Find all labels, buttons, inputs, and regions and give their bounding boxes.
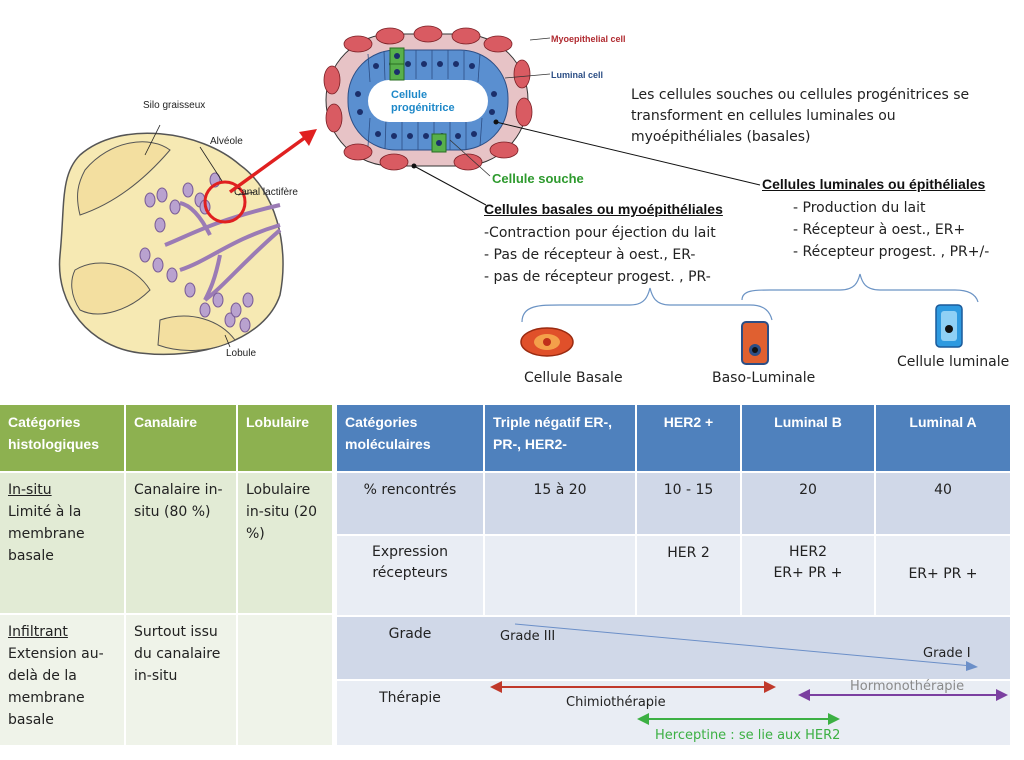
mol-therapie-chimio: Chimiothérapie (566, 695, 666, 710)
intro-line-3: myoépithéliales (basales) (631, 129, 811, 145)
mol-pct-luminal-a: 40 (876, 473, 1010, 534)
mol-header-triple-negatif: Triple négatif ER-, PR-, HER2- (485, 405, 635, 471)
histo-infiltrant-cell: Infiltrant Extension au-delà de la membr… (0, 615, 124, 745)
basal-item-3: - pas de récepteur progest. , PR- (484, 269, 711, 285)
mol-grade-label: Grade (388, 626, 432, 642)
label-cellule-luminale: Cellule luminale (897, 354, 1010, 370)
mol-grade-start: Grade III (500, 629, 556, 644)
mol-expression-luminal-b-er-pr: ER+ PR + (773, 565, 843, 581)
histo-infiltrant-lobulaire (238, 615, 332, 745)
intro-line-1: Les cellules souches ou cellules progéni… (631, 87, 970, 103)
mol-grade-row (337, 617, 1010, 679)
label-silo-graisseux: Silo graisseux (143, 100, 206, 111)
histo-header-lobulaire: Lobulaire (238, 405, 332, 471)
mol-pct-triple: 15 à 20 (485, 473, 635, 534)
mol-header-luminal-b: Luminal B (742, 405, 874, 471)
mol-expression-luminal-b: HER2 ER+ PR + (742, 536, 874, 615)
mol-expression-luminal-b-her2: HER2 (788, 544, 827, 560)
mol-pct-label: % rencontrés (337, 473, 483, 534)
label-stem-cell: Cellule souche (492, 171, 584, 186)
cell-type-braces (521, 273, 979, 323)
alveolus-leader-lines (413, 37, 761, 206)
histo-header-categories: Catégories histologiques (0, 405, 124, 471)
histo-insitu-cell: In-situ Limité à la membrane basale (0, 473, 124, 613)
mol-header-her2: HER2 + (637, 405, 740, 471)
label-luminal-cell: Luminal cell (551, 70, 604, 80)
baso-luminal-cell-icon (741, 321, 769, 365)
herceptine-arrow (637, 713, 840, 725)
label-baso-luminale: Baso-Luminale (712, 370, 816, 386)
histo-infiltrant-title: Infiltrant (8, 624, 68, 640)
mol-expression-label: Expression récepteurs (337, 536, 483, 615)
mol-therapie-herceptine: Herceptine : se lie aux HER2 (655, 728, 841, 743)
label-myoepithelial-cell: Myoepithelial cell (551, 34, 626, 44)
luminal-item-3: - Récepteur progest. , PR+/- (793, 244, 990, 260)
histo-infiltrant-desc: Extension au-delà de la membrane basale (8, 646, 104, 728)
label-alveole: Alvéole (210, 136, 243, 147)
label-progenitor-2: progénitrice (391, 102, 455, 114)
basal-item-1: -Contraction pour éjection du lait (484, 225, 716, 241)
histo-infiltrant-canalaire: Surtout issu du canalaire in-situ (126, 615, 236, 745)
grade-arrow (514, 623, 978, 671)
hormono-arrow (798, 689, 1008, 701)
mol-header-luminal-a: Luminal A (876, 405, 1010, 471)
mol-expression-triple (485, 536, 635, 615)
basal-item-2: - Pas de récepteur à oest., ER- (484, 247, 696, 263)
histo-insitu-desc: Limité à la membrane basale (8, 504, 85, 564)
label-progenitor-1: Cellule (391, 89, 428, 101)
mol-therapie-label: Thérapie (379, 690, 441, 706)
mol-therapie-row (337, 681, 1010, 745)
histo-insitu-lobulaire: Lobulaire in-situ (20 %) (238, 473, 332, 613)
mol-expression-her2: HER 2 (637, 536, 740, 615)
mol-pct-luminal-b: 20 (742, 473, 874, 534)
mol-header-categories: Catégories moléculaires (337, 405, 483, 471)
label-cellule-basale: Cellule Basale (524, 370, 623, 386)
histo-header-canalaire: Canalaire (126, 405, 236, 471)
basal-cells-title: Cellules basales ou myoépithéliales (484, 201, 723, 217)
mol-expression-luminal-a: ER+ PR + (876, 536, 1010, 615)
luminal-cell-icon (935, 304, 963, 348)
mol-pct-her2: 10 - 15 (637, 473, 740, 534)
mol-therapie-hormono: Hormonothérapie (850, 679, 965, 694)
basal-cell-icon (520, 327, 574, 357)
histo-insitu-title: In-situ (8, 482, 52, 498)
histo-insitu-canalaire: Canalaire in-situ (80 %) (126, 473, 236, 613)
chimio-arrow (490, 681, 776, 693)
mol-grade-end: Grade I (923, 646, 971, 661)
label-canal-lactifere: Canal lactifère (234, 187, 298, 198)
zoom-arrow (228, 129, 317, 194)
luminal-item-2: - Récepteur à oest., ER+ (793, 222, 966, 238)
label-lobule: Lobule (226, 348, 257, 359)
intro-line-2: transforment en cellules luminales ou (631, 108, 896, 124)
luminal-item-1: - Production du lait (793, 200, 926, 216)
alveolus-diagram (323, 25, 533, 171)
luminal-cells-title: Cellules luminales ou épithéliales (762, 176, 986, 192)
breast-illustration (58, 124, 284, 356)
